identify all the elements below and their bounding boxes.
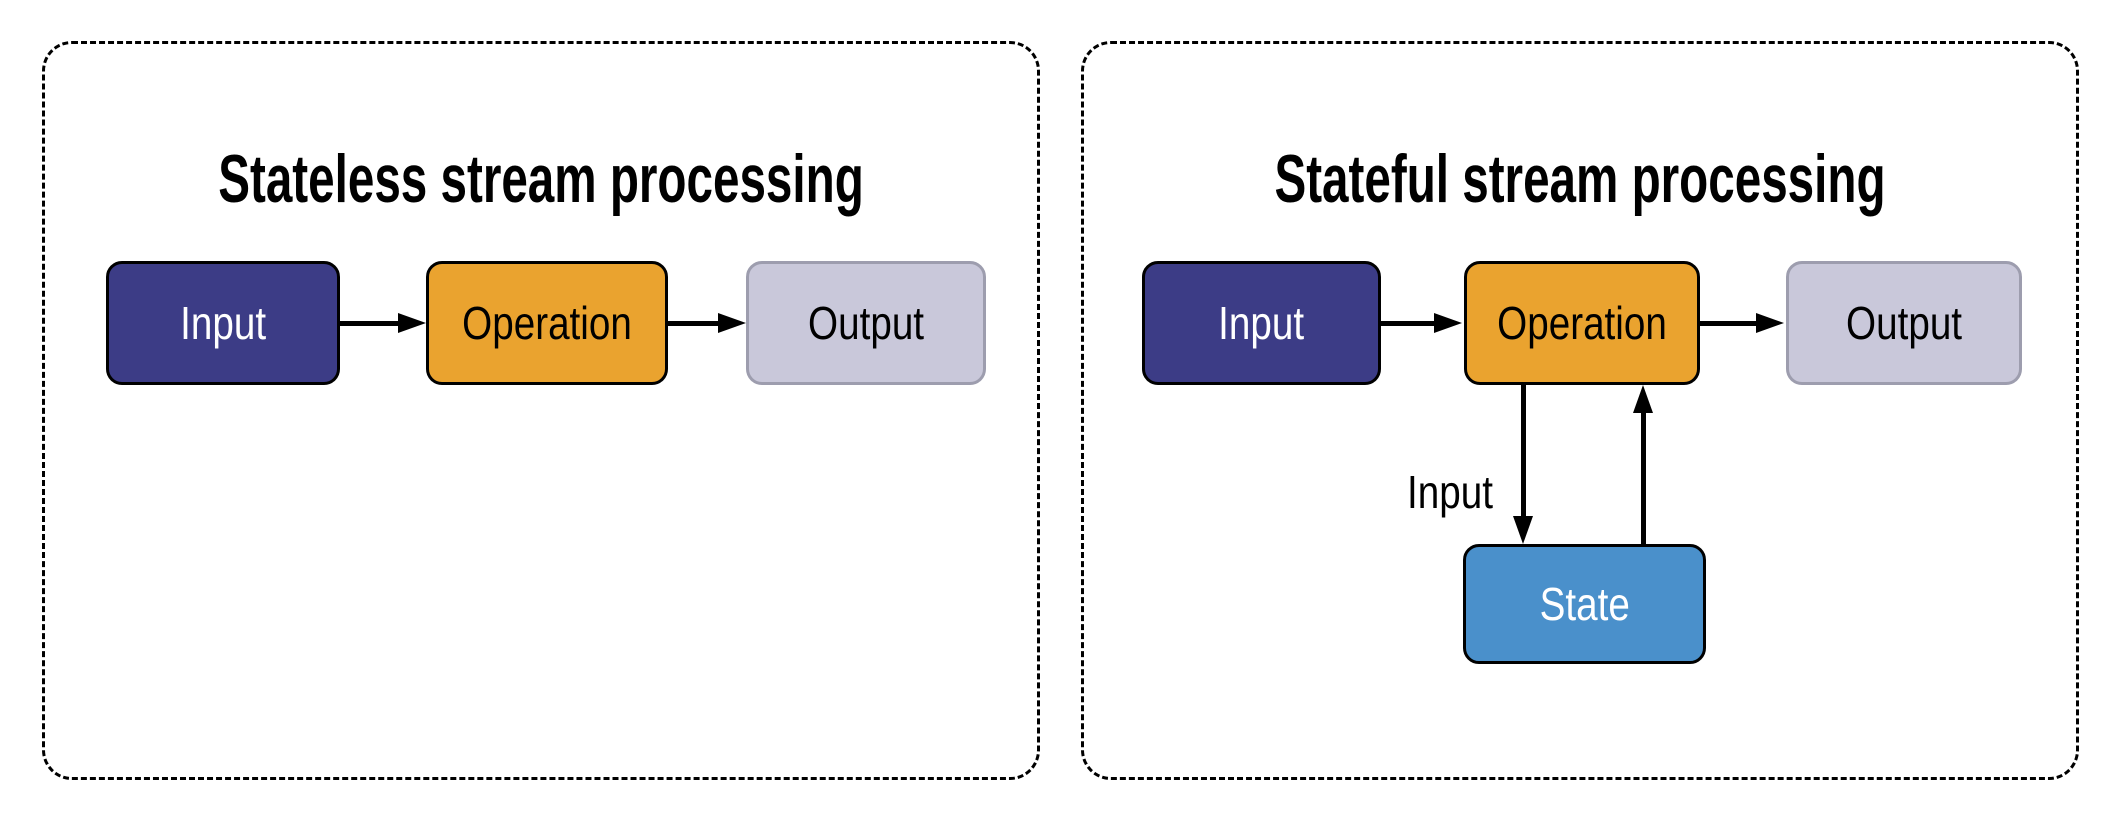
arrow-head-right-icon: [718, 313, 746, 333]
panel-stateful: Stateful stream processing Input Operati…: [1081, 41, 2079, 780]
node-output-label: Output: [1846, 297, 1962, 349]
arrow-operation-to-output: [1700, 321, 1760, 326]
arrow-head-right-icon: [1434, 313, 1462, 333]
arrow-head-right-icon: [398, 313, 426, 333]
node-input-label: Input: [1218, 297, 1305, 349]
arrow-head-right-icon: [1756, 313, 1784, 333]
node-operation: Operation: [1464, 261, 1700, 385]
arrow-operation-to-state: [1521, 385, 1526, 519]
arrow-input-to-operation: [340, 321, 402, 326]
node-operation-label: Operation: [1497, 297, 1667, 349]
arrow-head-up-icon: [1633, 385, 1653, 413]
node-input: Input: [1142, 261, 1381, 385]
node-output: Output: [1786, 261, 2022, 385]
node-state: State: [1463, 544, 1706, 664]
arrow-head-down-icon: [1513, 516, 1533, 544]
node-operation-label: Operation: [462, 297, 632, 349]
panel-stateless: Stateless stream processing Input Operat…: [42, 41, 1040, 780]
node-input: Input: [106, 261, 340, 385]
node-state-label: State: [1539, 578, 1630, 630]
arrow-input-to-operation: [1381, 321, 1438, 326]
panel-title-stateless: Stateless stream processing: [218, 141, 864, 217]
panel-title-stateful: Stateful stream processing: [1274, 141, 1886, 217]
arrow-state-to-operation: [1641, 411, 1646, 544]
node-input-label: Input: [180, 297, 266, 349]
node-operation: Operation: [426, 261, 668, 385]
edge-label-input: Input: [1407, 466, 1493, 518]
node-output-label: Output: [808, 297, 924, 349]
arrow-operation-to-output: [668, 321, 722, 326]
node-output: Output: [746, 261, 986, 385]
